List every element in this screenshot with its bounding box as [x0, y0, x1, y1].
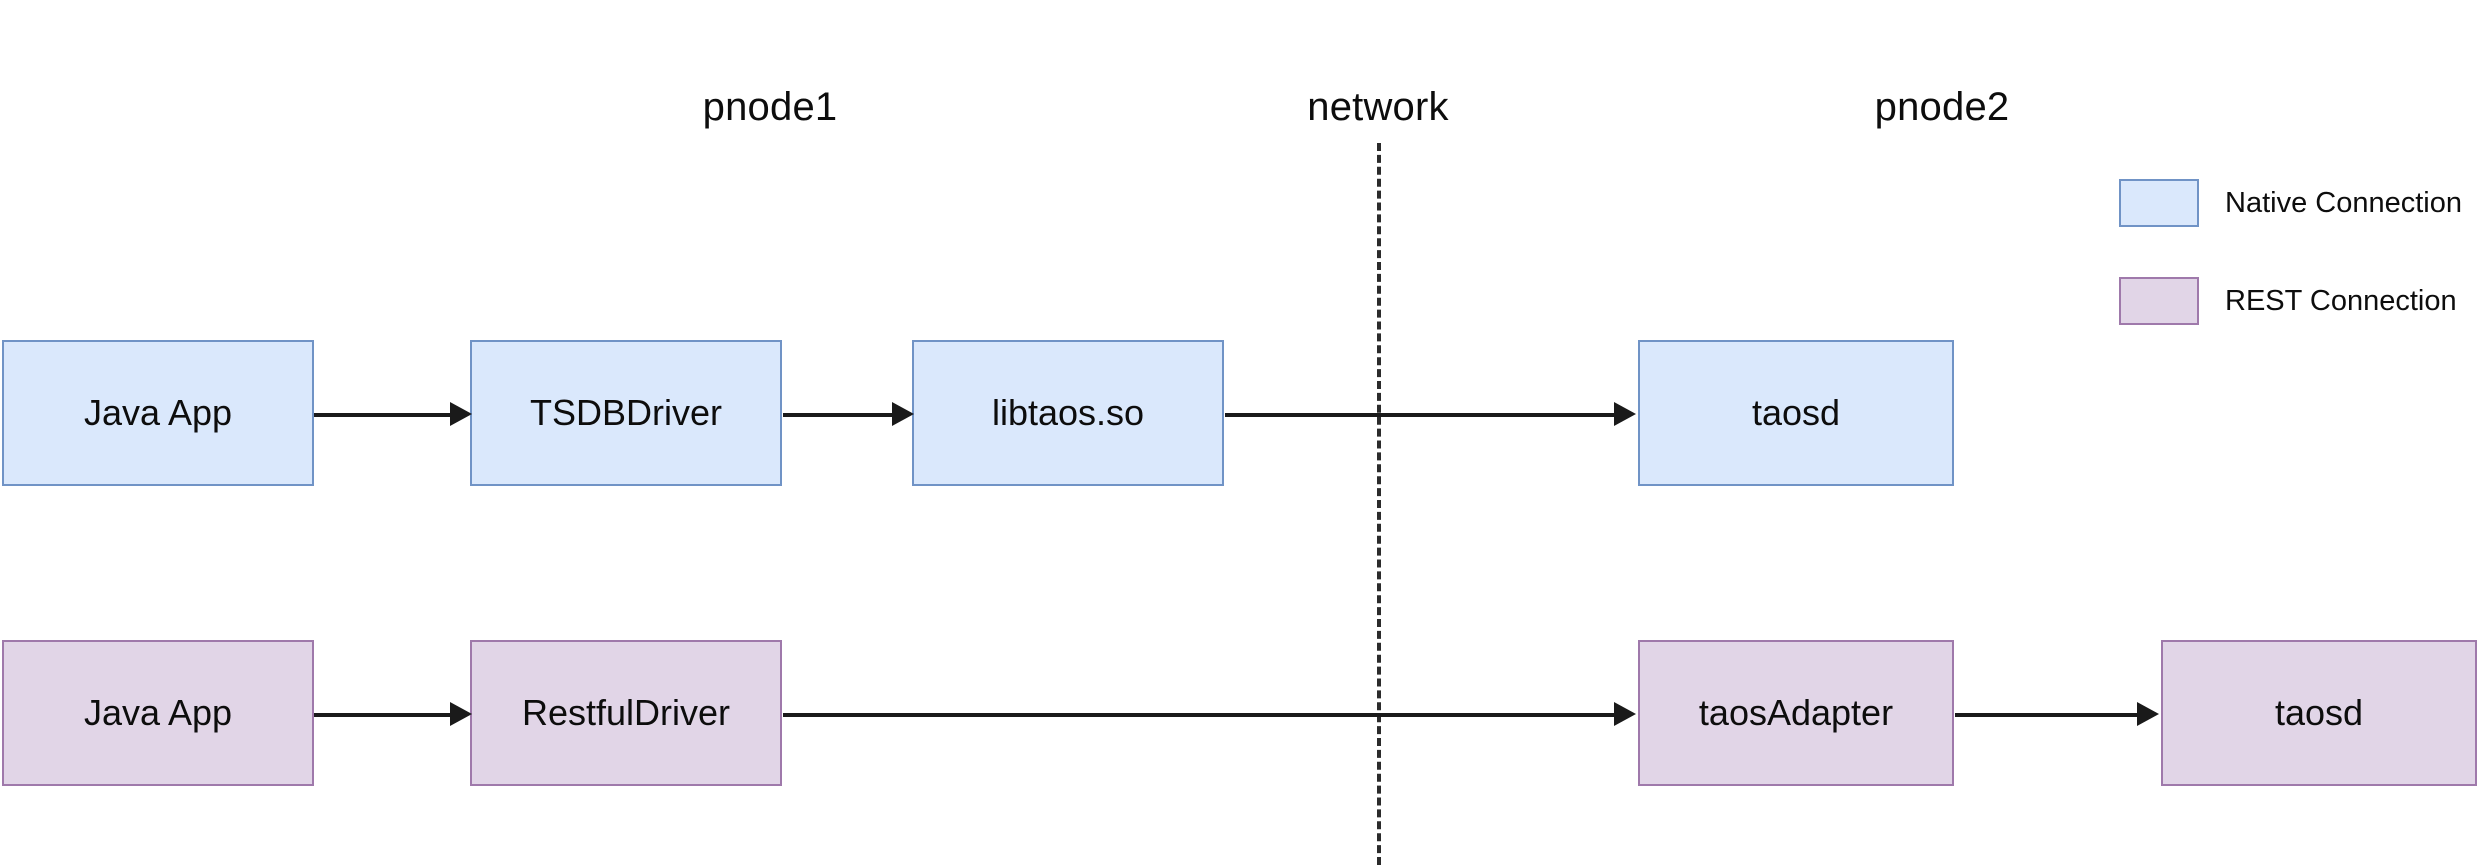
- legend-item-rest: REST Connection: [2119, 276, 2479, 326]
- arrow-java-app-to-tsdbdriver: [314, 413, 454, 417]
- node-restfuldriver[interactable]: RestfulDriver: [470, 640, 782, 786]
- legend-label-rest: REST Connection: [2225, 284, 2457, 317]
- node-label: taosd: [1751, 392, 1841, 433]
- node-taosd-native[interactable]: taosd: [1638, 340, 1954, 486]
- node-java-app-rest[interactable]: Java App: [2, 640, 314, 786]
- node-label: taosd: [2274, 692, 2364, 733]
- arrow-restfuldriver-to-taosadapter: [783, 713, 1615, 717]
- node-taosadapter[interactable]: taosAdapter: [1638, 640, 1954, 786]
- arrow-libtaos-to-taosd: [1225, 413, 1615, 417]
- node-label: TSDBDriver: [529, 392, 722, 433]
- node-label: Java App: [83, 392, 233, 433]
- legend-swatch-native-icon: [2119, 179, 2199, 227]
- node-libtaos-so[interactable]: libtaos.so: [912, 340, 1224, 486]
- column-label-pnode1: pnode1: [702, 85, 838, 129]
- arrowhead-restfuldriver: [450, 702, 472, 726]
- node-taosd-rest[interactable]: taosd: [2161, 640, 2477, 786]
- network-boundary-divider: [1377, 143, 1381, 865]
- legend-label-native: Native Connection: [2225, 186, 2462, 219]
- node-label: libtaos.so: [991, 392, 1145, 433]
- node-label: Java App: [83, 692, 233, 733]
- legend-swatch-rest-icon: [2119, 277, 2199, 325]
- node-label: RestfulDriver: [521, 692, 731, 733]
- arrowhead-taosd-rest: [2137, 702, 2159, 726]
- column-label-network: network: [1307, 85, 1449, 129]
- legend-item-native: Native Connection: [2119, 178, 2479, 228]
- arrow-java-app-to-restfuldriver: [314, 713, 454, 717]
- arrow-taosadapter-to-taosd: [1955, 713, 2138, 717]
- node-java-app-native[interactable]: Java App: [2, 340, 314, 486]
- arrow-tsdbdriver-to-libtaos: [783, 413, 896, 417]
- column-label-pnode2: pnode2: [1874, 85, 2010, 129]
- legend: Native Connection REST Connection: [2119, 178, 2479, 374]
- node-tsdbdriver[interactable]: TSDBDriver: [470, 340, 782, 486]
- arrowhead-libtaos: [892, 402, 914, 426]
- arrowhead-taosd-native: [1614, 402, 1636, 426]
- arrowhead-tsdbdriver: [450, 402, 472, 426]
- arrowhead-taosadapter: [1614, 702, 1636, 726]
- node-label: taosAdapter: [1698, 692, 1894, 733]
